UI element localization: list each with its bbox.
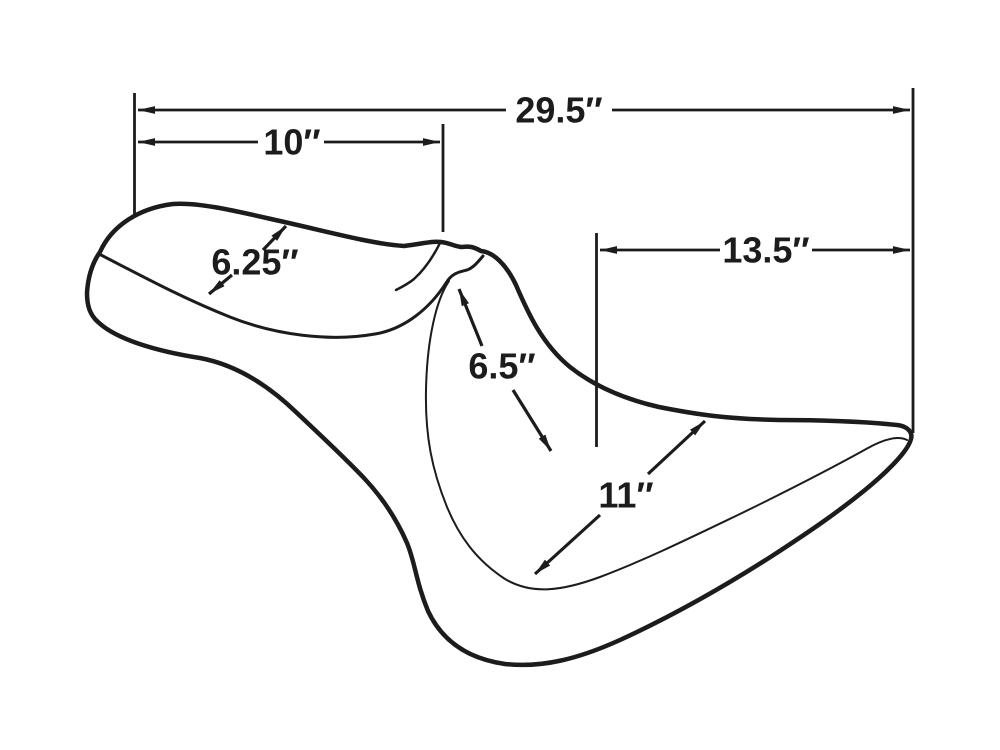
front-width-arrow-lower [207,273,234,296]
rear-width-label: 11″ [598,475,653,516]
rear-width-arrow-upper [646,419,707,476]
front-width-label: 6.25″ [211,242,298,283]
horn-back-seam [394,241,442,292]
front-length-label: 10″ [263,122,320,163]
mid-width-label: 6.5″ [468,346,535,387]
rear-dish-seam [424,280,908,591]
front-pad-seam [99,253,485,339]
rear-length-label: 13.5″ [722,230,809,271]
front-width-arrow-upper [261,224,288,252]
mid-width-arrow-lower [511,389,553,452]
mid-width-arrow-upper [457,288,484,347]
overall-length-label: 29.5″ [515,90,602,131]
rear-width-arrow-lower [533,513,602,576]
seat-outer-contour [84,201,914,668]
